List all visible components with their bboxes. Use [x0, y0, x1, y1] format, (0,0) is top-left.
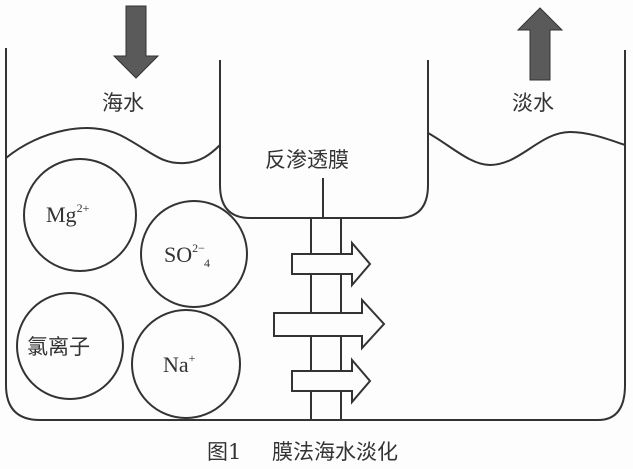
figure-caption: 膜法海水淡化 — [272, 440, 398, 464]
membrane-arrow-icon — [291, 357, 372, 405]
ion-circle — [131, 309, 241, 419]
ion-circle — [23, 158, 137, 272]
ion-label: Mg2+ — [46, 201, 90, 227]
seawater-surface — [5, 127, 221, 165]
ion-label: SO2− — [164, 241, 205, 267]
ion-circle — [16, 292, 124, 400]
freshwater-surface — [427, 130, 626, 167]
ion-subscript: 4 — [204, 256, 210, 270]
seawater-label: 海水 — [102, 91, 144, 115]
ion-so4: SO2− 4 — [140, 200, 248, 308]
ion-circle — [140, 200, 248, 308]
ion-chloride: 氯离子 — [16, 292, 124, 400]
freshwater-label: 淡水 — [512, 91, 554, 115]
ion-label: 氯离子 — [27, 335, 90, 359]
container-outline — [5, 48, 626, 421]
membrane-label: 反渗透膜 — [265, 148, 349, 172]
inflow-arrow-icon — [112, 5, 160, 79]
membrane-arrow-icon — [273, 297, 386, 351]
ion-label: Na+ — [163, 351, 196, 377]
ion-mg: Mg2+ — [23, 158, 137, 272]
membrane-arrow-icon — [291, 240, 372, 288]
outflow-arrow-icon — [516, 7, 564, 81]
figure-number: 图1 — [207, 440, 241, 464]
ion-na: Na+ — [131, 309, 241, 419]
membrane-arrows — [273, 240, 386, 405]
